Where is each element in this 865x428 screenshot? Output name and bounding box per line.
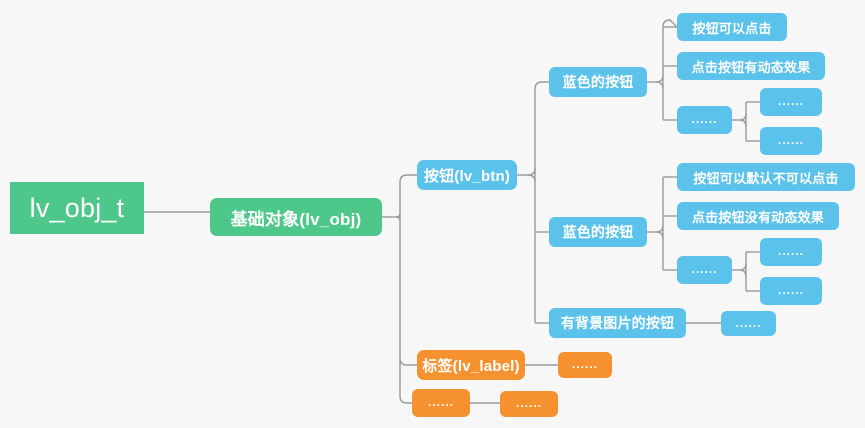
node-root-label: lv_obj_t [29, 192, 125, 223]
node-base-object-label: 基础对象(lv_obj) [230, 209, 362, 229]
node-blue-button-2-label: 蓝色的按钮 [562, 224, 634, 240]
node-blue-button-2-sub-ellipsis-b-label: ...... [777, 283, 804, 297]
node-background-image-button-ellipsis-label: ...... [735, 315, 762, 330]
node-blue-button-1-sub-ellipsis-a-label: ...... [777, 94, 804, 108]
node-blue-button-1-sub-ellipsis-b-label: ...... [777, 133, 804, 147]
node-button-clickable-label: 按钮可以点击 [692, 20, 772, 36]
node-button[interactable]: 按钮(lv_btn) [417, 160, 517, 190]
node-base-object[interactable]: 基础对象(lv_obj) [210, 198, 382, 236]
node-background-image-button[interactable]: 有背景图片的按钮 [549, 308, 686, 338]
node-button-no-animation-label: 点击按钮没有动态效果 [691, 209, 824, 225]
node-label-label: 标签(lv_label) [422, 357, 520, 375]
node-blue-button-2-ellipsis-label: ...... [691, 262, 718, 276]
node-label-ellipsis-label: ...... [571, 357, 598, 371]
node-label-ellipsis[interactable]: ...... [558, 352, 612, 378]
node-blue-button-1-ellipsis[interactable]: ...... [677, 106, 732, 134]
node-blue-button-1-ellipsis-label: ...... [691, 112, 718, 126]
node-blue-button-2-sub-ellipsis-b[interactable]: ...... [760, 277, 822, 305]
node-button-clickable[interactable]: 按钮可以点击 [677, 13, 787, 41]
node-button-default-disabled[interactable]: 按钮可以默认不可以点击 [677, 163, 855, 191]
node-button-default-disabled-label: 按钮可以默认不可以点击 [693, 170, 839, 186]
node-object-ellipsis-child-label: ...... [515, 396, 542, 410]
node-object-ellipsis[interactable]: ...... [412, 389, 470, 417]
node-blue-button-2-ellipsis[interactable]: ...... [677, 256, 732, 284]
node-label[interactable]: 标签(lv_label) [417, 350, 525, 380]
node-blue-button-1[interactable]: 蓝色的按钮 [549, 67, 647, 97]
node-background-image-button-label: 有背景图片的按钮 [560, 315, 675, 331]
node-button-has-animation[interactable]: 点击按钮有动态效果 [677, 52, 825, 80]
node-blue-button-1-label: 蓝色的按钮 [562, 74, 634, 90]
node-background-image-button-ellipsis[interactable]: ...... [721, 311, 776, 336]
node-button-label: 按钮(lv_btn) [423, 167, 511, 185]
node-blue-button-2-sub-ellipsis-a-label: ...... [777, 244, 804, 258]
node-blue-button-1-sub-ellipsis-b[interactable]: ...... [760, 127, 822, 155]
node-blue-button-2[interactable]: 蓝色的按钮 [549, 217, 647, 247]
node-button-no-animation[interactable]: 点击按钮没有动态效果 [677, 202, 839, 230]
node-object-ellipsis-child[interactable]: ...... [500, 391, 558, 417]
node-object-ellipsis-label: ...... [427, 395, 454, 409]
node-root[interactable]: lv_obj_t [10, 182, 144, 234]
node-blue-button-2-sub-ellipsis-a[interactable]: ...... [760, 238, 822, 266]
node-button-has-animation-label: 点击按钮有动态效果 [691, 59, 811, 75]
node-blue-button-1-sub-ellipsis-a[interactable]: ...... [760, 88, 822, 116]
